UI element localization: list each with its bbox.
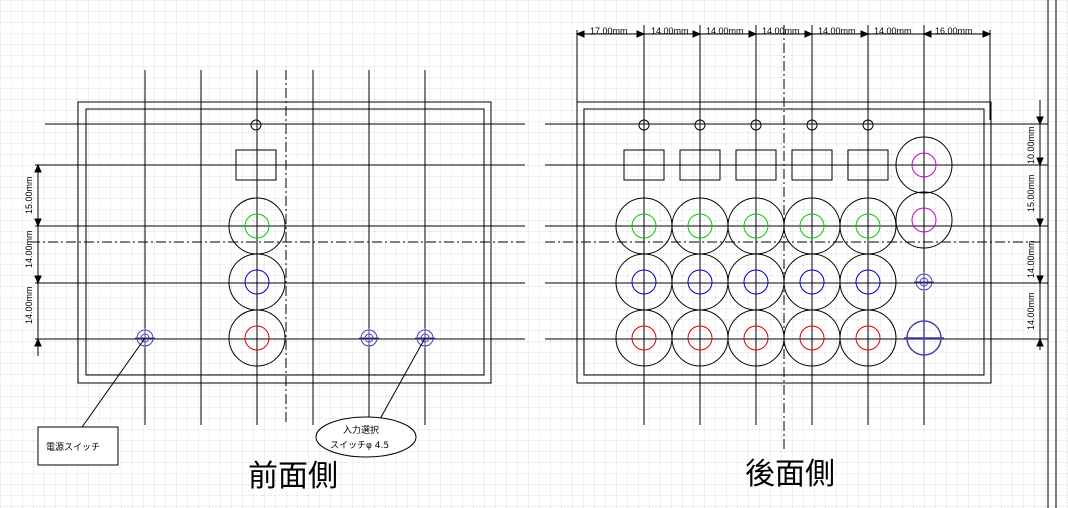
rear-h-lines	[545, 123, 1048, 340]
callout-leader-power	[79, 337, 146, 431]
front-panel: 電源スイッチ 入力選択 スイッチφ 4.5 15.00mm 14.00mm 14…	[24, 70, 525, 494]
callout-box-power	[37, 426, 119, 466]
front-panel-outer	[77, 101, 492, 384]
rear-title: 後面側	[745, 457, 835, 492]
rear-top-dim-7: 16.00mm	[935, 26, 973, 36]
front-dim-2: 14.00mm	[24, 230, 34, 268]
rear-top-dims	[575, 30, 992, 38]
callout-box-input	[315, 416, 417, 458]
rear-right-dim-3: 14.00mm	[1026, 240, 1036, 278]
rear-switch-symbols	[904, 272, 944, 358]
callout-power-label: 電源スイッチ	[46, 442, 100, 453]
rear-top-dim-1: 17.00mm	[590, 26, 628, 36]
rear-v-lines	[576, 25, 991, 425]
rear-jacks	[615, 136, 953, 367]
front-title: 前面側	[248, 459, 338, 494]
rear-switch-cutouts	[623, 149, 889, 181]
rear-top-dim-6: 14.00mm	[874, 26, 912, 36]
front-jacks	[228, 197, 286, 367]
front-h-lines	[35, 123, 525, 340]
front-dim-1: 15.00mm	[24, 176, 34, 214]
callout-input-label-1: 入力選択	[343, 424, 379, 436]
rear-top-dim-2: 14.00mm	[651, 26, 689, 36]
rear-right-dim-2: 15.00mm	[1026, 174, 1036, 212]
rear-right-dim-1: 10.00mm	[1026, 126, 1036, 164]
front-dim-3: 14.00mm	[24, 286, 34, 324]
front-left-dims	[34, 163, 42, 356]
callout-leader-input	[374, 337, 426, 429]
rear-right-dim-4: 14.00mm	[1026, 292, 1036, 330]
rear-top-dim-4: 14.00mm	[762, 26, 800, 36]
rear-small-holes	[638, 119, 874, 131]
rear-panel: 17.00mm 14.00mm 14.00mm 14.00mm 14.00mm …	[545, 25, 1048, 492]
front-small-hole	[250, 119, 262, 131]
rear-top-dim-3: 14.00mm	[706, 26, 744, 36]
rear-top-dim-5: 14.00mm	[818, 26, 856, 36]
front-switch-cutout	[235, 149, 277, 181]
callout-input-label-2: スイッチφ 4.5	[330, 440, 389, 451]
rear-right-dims	[1036, 100, 1044, 350]
